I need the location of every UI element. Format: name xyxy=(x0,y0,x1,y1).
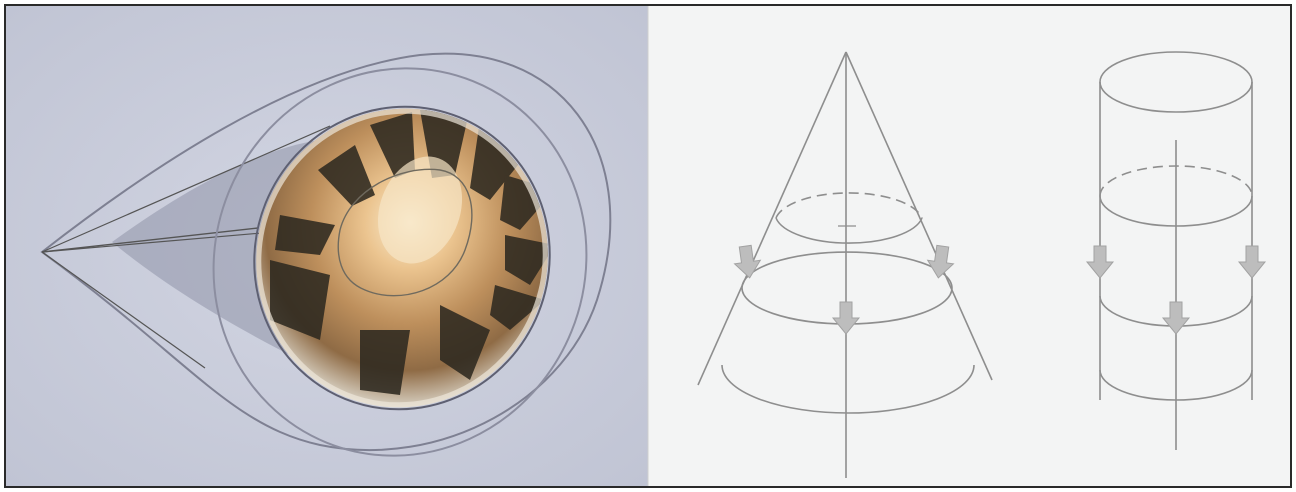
tangent-line-upper xyxy=(41,125,331,253)
cone-ellipse-top-back xyxy=(775,192,923,219)
figure-frame xyxy=(4,4,1292,488)
limpet-shell xyxy=(251,103,555,413)
cylinder-ellipse-middle-front xyxy=(1099,195,1253,227)
diagram-panel xyxy=(647,6,1290,486)
cone-side-right xyxy=(845,51,993,381)
photo-panel xyxy=(6,6,648,486)
apex-outline xyxy=(337,168,473,297)
cone-ellipse-bottom xyxy=(721,364,975,414)
shell-outline xyxy=(253,105,551,411)
outer-outline xyxy=(40,52,612,452)
cylinder-ellipse-middle-back xyxy=(1099,165,1253,197)
middle-outline xyxy=(212,67,588,457)
cone-side-left xyxy=(697,51,847,386)
diagram-background xyxy=(648,6,1290,486)
tangent-line xyxy=(41,227,259,253)
cone-ellipse-top-front xyxy=(775,217,923,244)
cylinder-ellipse-bottom xyxy=(1099,369,1253,401)
tangent-line-lower xyxy=(41,251,206,369)
